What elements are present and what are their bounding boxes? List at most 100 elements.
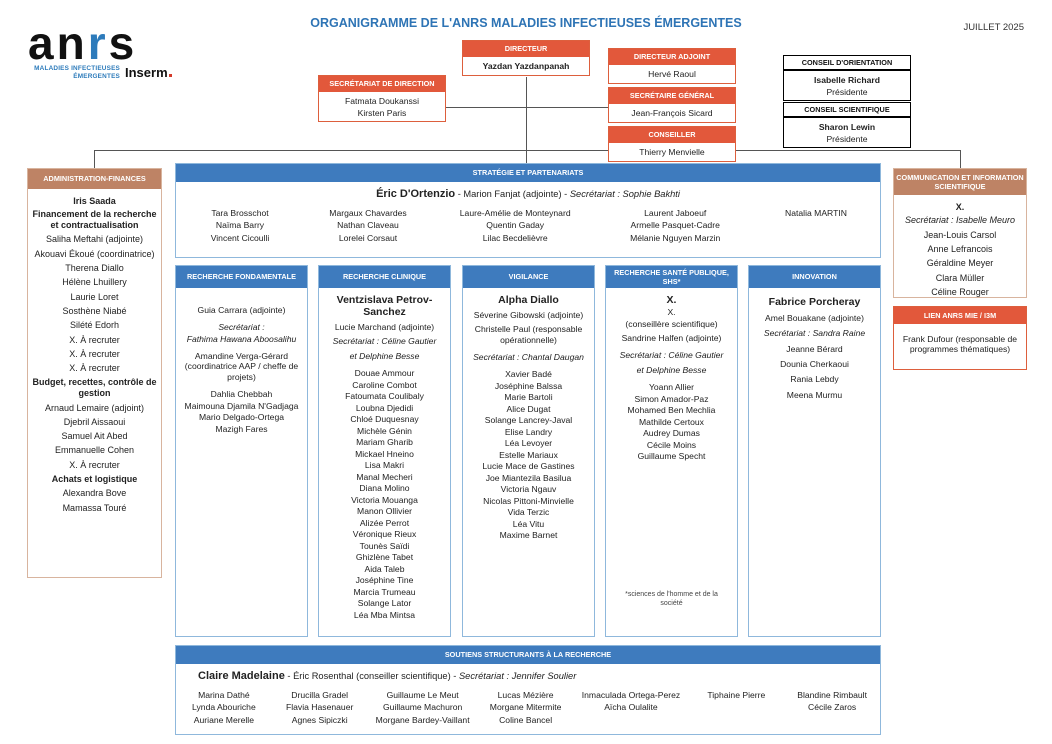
person-entry: Douae Ammour (354, 368, 415, 379)
person-entry: Guillaume Specht (637, 451, 706, 461)
person-entry: Sosthène Niabé (62, 305, 127, 316)
person-entry: Naïma Barry (215, 220, 265, 231)
box-soutiens-structurants: SOUTIENS STRUCTURANTS À LA RECHERCHE Cla… (175, 645, 881, 735)
date-label: JUILLET 2025 (963, 22, 1024, 33)
person-entry: Vida Terzic (507, 507, 550, 518)
person-entry: Léa Vitu (512, 518, 545, 529)
person-entry: Mélanie Nguyen Marzin (630, 232, 721, 243)
person-entry: Lisa Makri (364, 460, 405, 471)
box-lien-anrs-mie-header: LIEN ANRS MIE / I3M (894, 307, 1026, 324)
person-entry: Alizée Perrot (359, 517, 410, 528)
box-communication-header: COMMUNICATION ET INFORMATION SCIENTIFIQU… (894, 169, 1026, 195)
person-entry: Mamassa Touré (62, 502, 127, 513)
person-entry: Alice Dugat (506, 403, 551, 414)
box-secretaire-general: SECRÉTAIRE GÉNÉRAL Jean-François Sicard (608, 87, 736, 123)
box-vigilance-header: VIGILANCE (463, 266, 594, 288)
person-entry: Amel Bouakane (adjointe) (765, 313, 864, 324)
box-conseil-orientation-header: CONSEIL D'ORIENTATION (784, 56, 910, 71)
person-entry: Akouavi Ékoué (coordinatrice) (34, 248, 155, 259)
person-entry: Tounès Saïdi (359, 540, 410, 551)
person-entry: Simon Amador-Paz (634, 393, 709, 404)
person-entry: Secrétariat : Isabelle Meuro (904, 215, 1016, 226)
person-entry: Caroline Combot (352, 379, 417, 390)
person-entry: Mohamed Ben Mechlia (627, 405, 716, 415)
box-directeur: DIRECTEUR Yazdan Yazdanpanah (462, 40, 590, 76)
box-secretaire-general-body: Jean-François Sicard (609, 104, 735, 122)
person-entry: X. À recruter (69, 459, 120, 470)
person-entry: Mariam Gharib (356, 437, 413, 448)
person-entry: Nicolas Pittoni-Minvielle (483, 495, 574, 506)
person-entry: Mazigh Fares (215, 423, 268, 434)
box-recherche-fondamentale-body: Guia Carrara (adjointe)Secrétariat :Fath… (176, 288, 307, 437)
person-entry: Lucie Mace de Gastines (482, 461, 575, 472)
person-entry: Michèle Génin (357, 425, 412, 436)
box-lien-anrs-mie: LIEN ANRS MIE / I3M Frank Dufour (respon… (893, 306, 1027, 370)
connector-admin-drop (94, 150, 95, 168)
person-entry: Blandine Rimbault (797, 690, 867, 700)
box-recherche-clinique-header: RECHERCHE CLINIQUE (319, 266, 450, 288)
person-entry: Diana Molino (359, 483, 410, 494)
person-entry: Isabelle Richard (814, 75, 880, 86)
person-entry: Jean-François Sicard (631, 108, 713, 119)
box-secretariat-direction: SECRÉTARIAT DE DIRECTION Fatmata Doukans… (318, 75, 446, 122)
person-entry: Achats et logistique (51, 473, 138, 484)
strategie-lead: Éric D'Ortenzio - Marion Fanjat (adjoint… (176, 188, 880, 200)
strategie-lead-name: Éric D'Ortenzio (376, 188, 456, 200)
person-entry: X. À recruter (69, 363, 120, 374)
strategie-col-5: Natalia MARTIN (752, 206, 880, 243)
box-recherche-fondamentale-header: RECHERCHE FONDAMENTALE (176, 266, 307, 288)
person-entry: Lucas Mézière (497, 690, 554, 700)
soutiens-lead: Claire Madelaine - Éric Rosenthal (conse… (176, 670, 880, 682)
connector-directeur-strategie (526, 77, 527, 163)
person-entry: Laurie Loret (70, 291, 119, 302)
person-entry: Solange Lator (357, 598, 412, 609)
connector-secretariat-adjoint (446, 107, 609, 108)
person-entry: Présidente (826, 86, 868, 97)
inserm-red-dot (168, 74, 172, 78)
connector-communication-drop (960, 150, 961, 168)
person-entry: (conseillère scientifique) (625, 318, 718, 329)
person-entry: Fatmata Doukanssi (344, 96, 420, 107)
person-entry: Aida Taleb (364, 563, 405, 574)
person-entry: Silété Edorh (69, 320, 120, 331)
box-communication: COMMUNICATION ET INFORMATION SCIENTIFIQU… (893, 168, 1027, 298)
person-entry: Fatoumata Coulibaly (345, 391, 424, 402)
person-entry: Secrétariat : Sandra Raine (763, 328, 866, 339)
person-entry: Financement de la recherche et contractu… (32, 209, 157, 231)
person-entry: Loubna Djedidi (355, 402, 414, 413)
person-entry: X. À recruter (69, 334, 120, 345)
box-strategie-partenariats: STRATÉGIE ET PARTENARIATS Éric D'Ortenzi… (175, 163, 881, 258)
connector-horizontal-main (94, 150, 960, 151)
person-entry: Auriane Merelle (193, 714, 254, 725)
box-innovation-header: INNOVATION (749, 266, 880, 288)
person-entry: Léa Mba Mintsa (353, 609, 416, 620)
person-entry: Guillaume Machuron (382, 702, 463, 713)
person-entry: Mickael Hneino (355, 448, 414, 459)
person-entry: Lucie Marchand (adjointe) (334, 322, 435, 333)
person-entry: Natalia MARTIN (785, 208, 847, 218)
person-entry: Iris Saada (73, 195, 116, 206)
soutiens-lead-secretariat: Secrétariat : Jennifer Soulier (458, 671, 577, 681)
box-recherche-sante-publique: RECHERCHE SANTÉ PUBLIQUE, SHS* X.X.(cons… (605, 265, 738, 637)
person-entry: X. (666, 294, 677, 306)
person-entry: Guillaume Le Meut (386, 690, 459, 700)
person-entry: Drucilla Gradel (291, 690, 349, 700)
person-entry: Sharon Lewin (818, 122, 876, 133)
box-recherche-clinique: RECHERCHE CLINIQUE Ventzislava Petrov-Sa… (318, 265, 451, 637)
person-entry: Flavia Hasenauer (285, 702, 354, 713)
box-directeur-body: Yazdan Yazdanpanah (463, 57, 589, 75)
person-entry: Lorelei Corsaut (338, 232, 398, 243)
